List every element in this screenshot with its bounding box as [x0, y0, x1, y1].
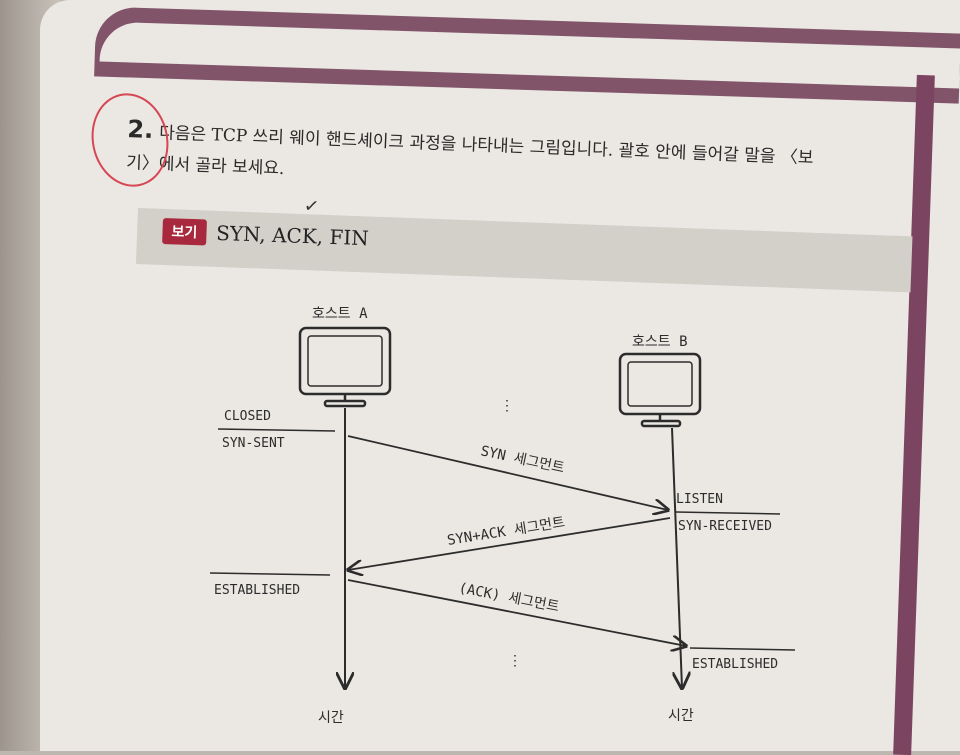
- state-a-divider: [217, 428, 336, 432]
- arrow-ack: [347, 579, 686, 646]
- time-label-b: 시간: [668, 708, 694, 724]
- ellipsis-bottom: ⋮: [508, 653, 522, 669]
- msg-syn: SYN 세그먼트: [479, 443, 566, 476]
- state-a-syn-sent: SYN-SENT: [222, 436, 285, 451]
- time-label-a: 시간: [318, 710, 344, 726]
- timeline-b: [671, 427, 682, 688]
- ellipsis-top: ⋮: [500, 398, 514, 414]
- state-b-divider: [675, 511, 781, 515]
- host-b-label: 호스트 B: [632, 334, 688, 350]
- arrow-syn: [347, 435, 668, 510]
- state-b-est-line: [689, 647, 796, 651]
- state-b-established: ESTABLISHED: [692, 657, 778, 672]
- monitor-b-icon: [618, 352, 702, 428]
- state-a-est-line: [209, 572, 331, 576]
- arrow-syn-ack: [348, 517, 671, 570]
- state-b-listen: LISTEN: [676, 492, 723, 507]
- state-b-syn-received: SYN-RECEIVED: [678, 519, 772, 534]
- state-a-closed: CLOSED: [224, 409, 271, 424]
- msg-ack: (ACK) 세그먼트: [457, 580, 560, 615]
- state-a-established: ESTABLISHED: [214, 583, 300, 598]
- textbook-page: [40, 0, 960, 751]
- monitor-a-icon: [298, 326, 392, 408]
- host-a-label: 호스트 A: [312, 306, 368, 322]
